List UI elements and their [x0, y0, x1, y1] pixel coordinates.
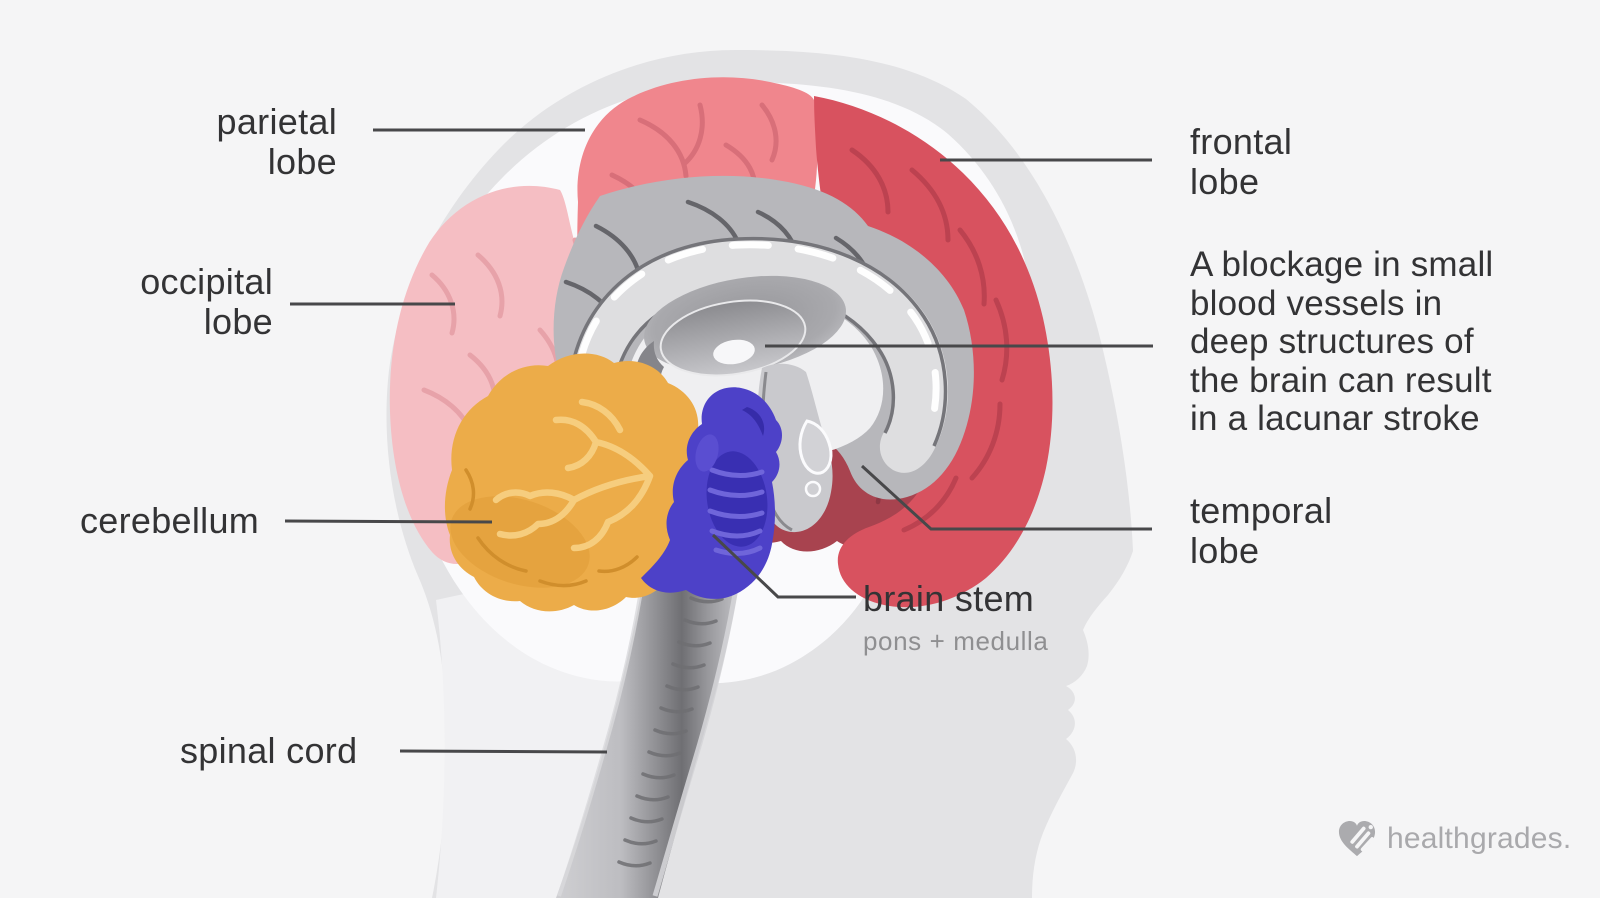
brain-stem-region	[641, 387, 782, 599]
label-brain-stem: brain stem	[863, 579, 1034, 619]
label-frontal-lobe: frontal lobe	[1190, 122, 1292, 202]
label-brain-stem-text: brain stem	[863, 578, 1035, 619]
label-temporal-line1: temporal	[1190, 490, 1333, 531]
label-temporal-lobe: temporal lobe	[1190, 491, 1332, 571]
healthgrades-heart-icon	[1338, 820, 1376, 857]
thalamus	[659, 299, 807, 377]
label-spinal-cord: spinal cord	[180, 731, 357, 771]
label-cerebellum: cerebellum	[80, 501, 259, 541]
label-temporal-line2: lobe	[1190, 530, 1260, 571]
label-occipital-line2: lobe	[203, 301, 273, 342]
leader-lines	[284, 128, 1153, 754]
annotation-line1: A blockage in small	[1190, 245, 1494, 284]
label-pons-medulla: pons + medulla	[863, 626, 1049, 656]
cerebellum-arbor-veins	[492, 398, 654, 552]
corpus-callosum-band	[571, 237, 949, 473]
label-parietal-line1: parietal	[216, 101, 337, 142]
lacunar-infarct-spot	[713, 339, 755, 365]
label-parietal-lobe: parietal lobe	[217, 102, 337, 182]
colliculus-hook	[742, 407, 765, 436]
leader-brain-stem	[711, 533, 856, 599]
label-frontal-line1: frontal	[1190, 121, 1293, 162]
pons-stripes	[707, 467, 765, 556]
pons-highlight	[695, 434, 719, 472]
corpus-callosum-highlight	[578, 241, 940, 438]
healthgrades-logo: healthgrades.	[1336, 820, 1571, 858]
spinal-cord-left-rim	[557, 551, 649, 897]
annotation-line2: blood vessels in	[1190, 283, 1443, 323]
annotation-line4: the brain can result	[1190, 360, 1492, 400]
cingulate-sulci	[563, 199, 875, 325]
cerebellum-crevices	[464, 468, 639, 588]
spinal-cord-body	[556, 546, 741, 898]
label-frontal-line2: lobe	[1190, 161, 1260, 202]
annotation-line3: deep structures of	[1190, 322, 1474, 361]
label-spinal-cord-text: spinal cord	[180, 730, 358, 771]
heart-stripes	[1350, 826, 1375, 852]
pituitary-gland	[804, 480, 822, 498]
pituitary-stalk	[798, 419, 833, 475]
label-occipital-lobe: occipital lobe	[140, 262, 273, 342]
label-occipital-line1: occipital	[140, 261, 273, 302]
healthgrades-logo-text: healthgrades.	[1387, 822, 1572, 855]
lacunar-stroke-annotation: A blockage in small blood vessels in dee…	[1190, 245, 1494, 439]
cerebellum-region	[444, 353, 714, 612]
leader-spinal-cord	[399, 749, 608, 754]
annotation-line5: in a lacunar stroke	[1190, 399, 1480, 438]
label-parietal-line2: lobe	[267, 141, 337, 182]
leader-cerebellum	[284, 519, 493, 524]
label-cerebellum-text: cerebellum	[80, 500, 260, 541]
spinal-cord-region	[556, 546, 742, 898]
heart-stripe-dot	[1368, 824, 1373, 830]
leader-temporal	[860, 464, 1152, 531]
spinal-cord-right-rim	[652, 569, 742, 897]
